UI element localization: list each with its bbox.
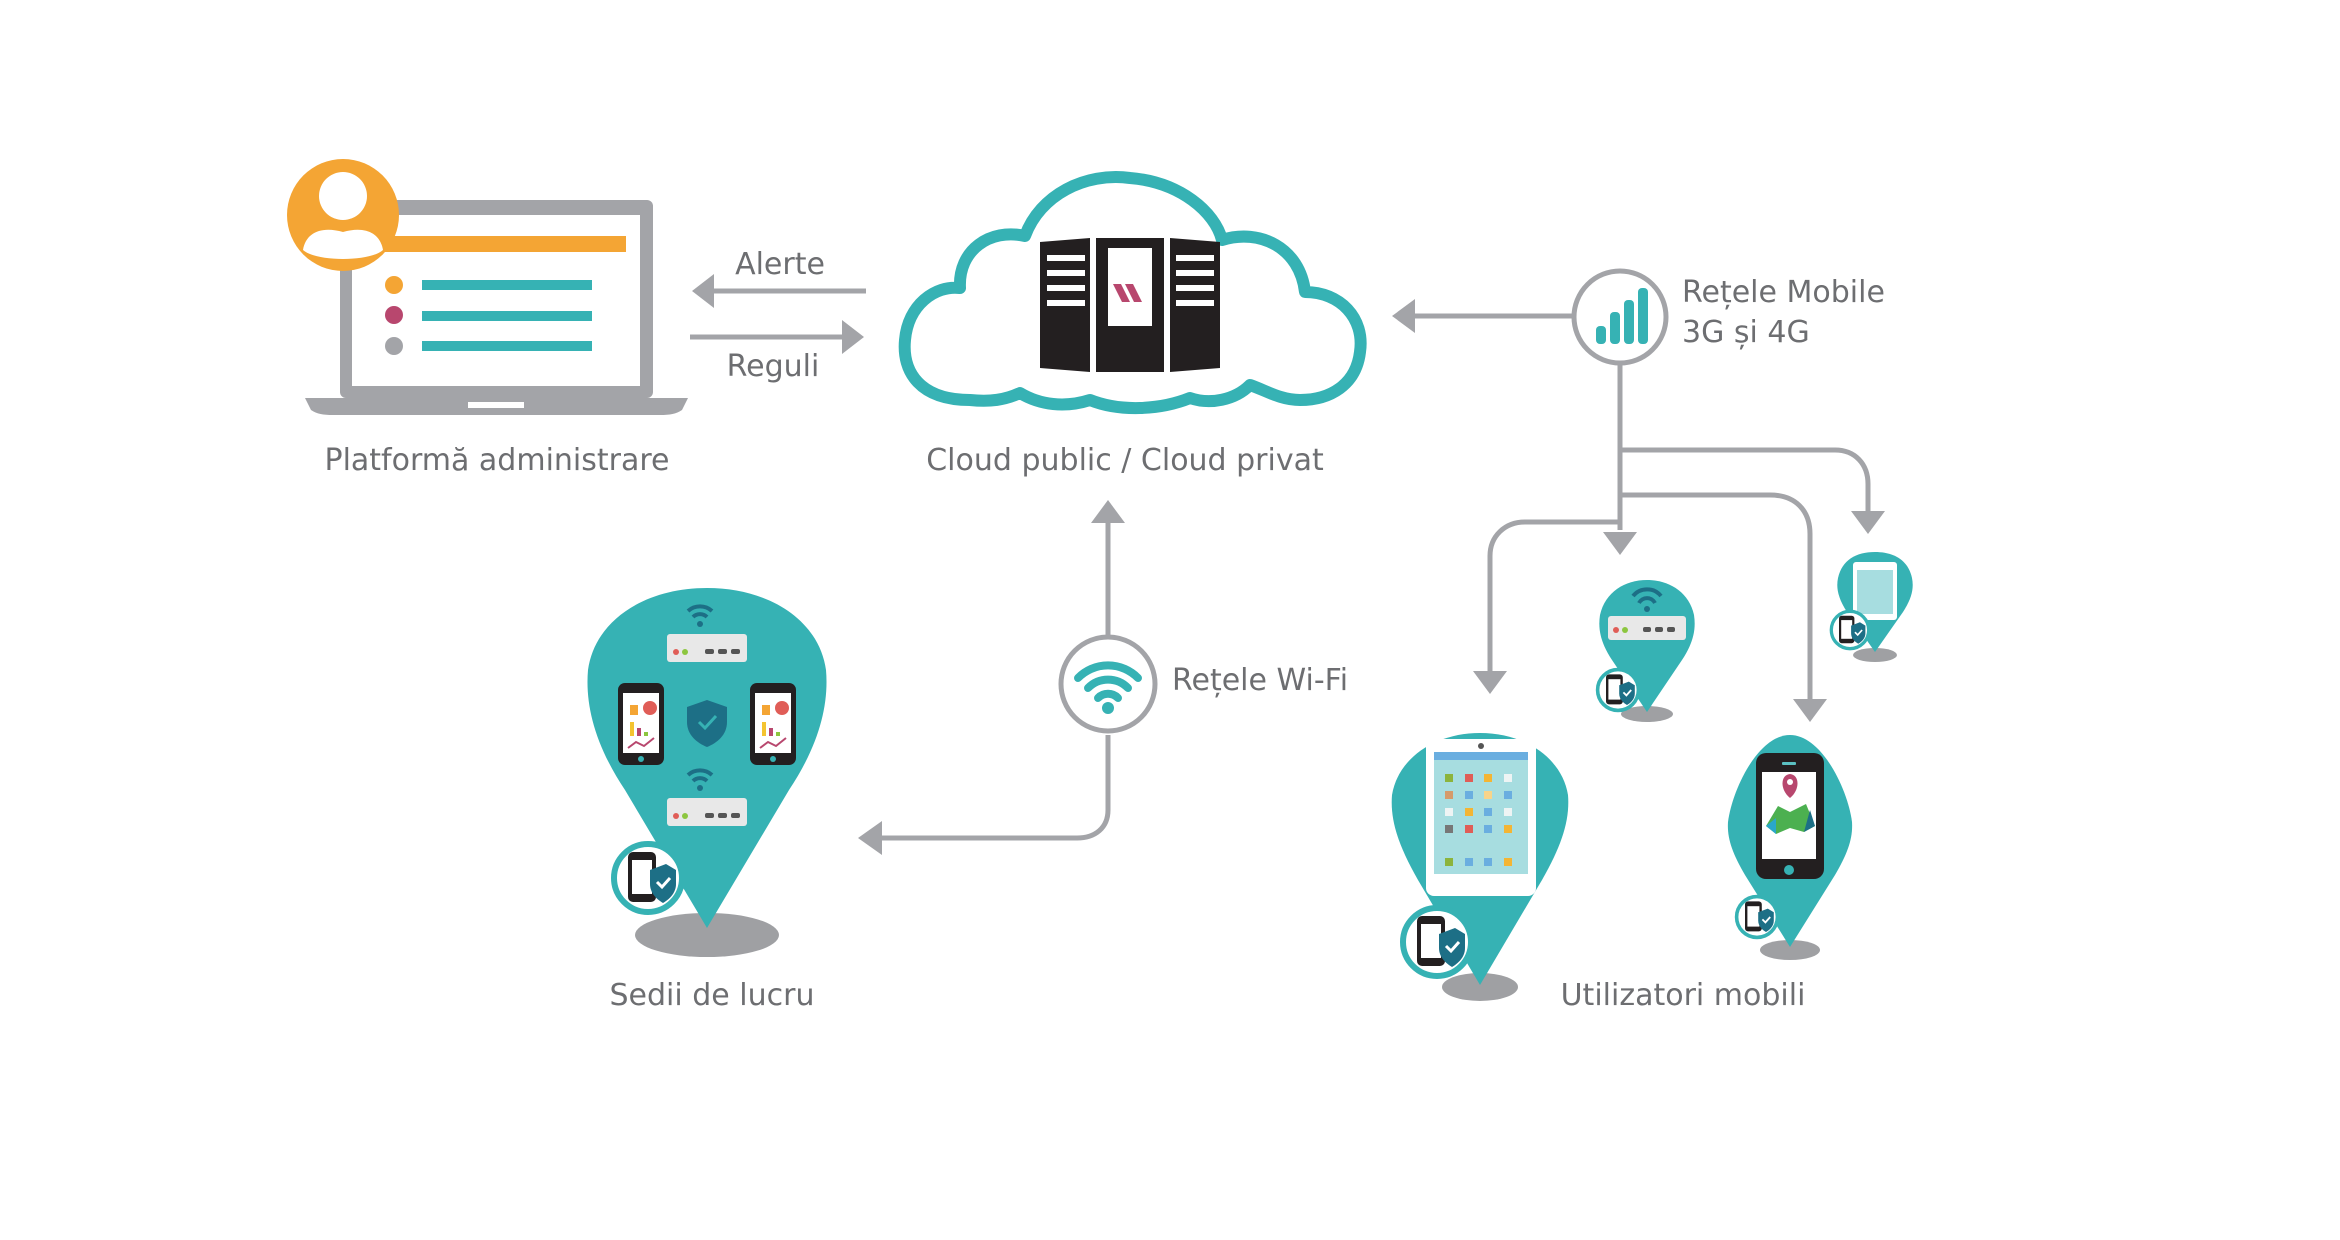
signal-bars-icon bbox=[1571, 268, 1669, 366]
admin-laptop-icon bbox=[287, 159, 688, 415]
offices-pin bbox=[587, 588, 827, 957]
server-rack-icon bbox=[1040, 238, 1220, 372]
alerts-arrow bbox=[692, 274, 866, 308]
arrowhead-phone bbox=[1793, 699, 1827, 722]
mobile-branch-arrows bbox=[1487, 364, 1871, 700]
wifi-icon bbox=[1058, 634, 1158, 734]
tablet-pin bbox=[1391, 733, 1569, 1001]
offices-label: Sedii de lucru bbox=[610, 978, 815, 1013]
wifi-to-cloud-arrow bbox=[1091, 500, 1125, 635]
secured-phone-icon bbox=[1734, 894, 1780, 940]
arrowhead-tablet bbox=[1473, 671, 1507, 694]
wifi-to-offices-arrow bbox=[858, 735, 1111, 855]
tablet-icon bbox=[1426, 739, 1536, 896]
router-icon bbox=[667, 768, 747, 826]
mobile-network-label-line2: 3G și 4G bbox=[1682, 315, 1810, 350]
phone-map-icon bbox=[1756, 753, 1824, 879]
rules-label: Reguli bbox=[727, 349, 820, 384]
phone-dashboard-icon bbox=[750, 683, 796, 765]
secured-phone-icon bbox=[614, 844, 682, 912]
small-tablet-pin bbox=[1829, 552, 1913, 662]
router-icon bbox=[667, 604, 747, 662]
secured-phone-icon bbox=[1403, 908, 1471, 976]
alerts-label: Alerte bbox=[735, 247, 825, 282]
phone-dashboard-icon bbox=[618, 683, 664, 765]
mobile-network-label-line1: Rețele Mobile bbox=[1682, 275, 1885, 310]
cloud-label: Cloud public / Cloud privat bbox=[926, 443, 1324, 478]
rules-arrow bbox=[690, 320, 864, 354]
secured-phone-icon bbox=[1595, 667, 1641, 713]
phone-map-pin bbox=[1727, 735, 1853, 960]
admin-platform-label: Platformă administrare bbox=[324, 443, 669, 478]
router-pin bbox=[1595, 580, 1695, 722]
wifi-network-label: Rețele Wi-Fi bbox=[1172, 663, 1348, 698]
arrowhead-router bbox=[1603, 532, 1637, 555]
arrowhead-small-tablet bbox=[1851, 511, 1885, 534]
mobile-to-cloud-arrow bbox=[1392, 299, 1598, 333]
user-avatar-icon bbox=[287, 159, 399, 271]
mobile-users-label: Utilizatori mobili bbox=[1561, 978, 1806, 1013]
secured-phone-icon bbox=[1829, 609, 1871, 651]
shield-check-icon bbox=[687, 700, 727, 747]
